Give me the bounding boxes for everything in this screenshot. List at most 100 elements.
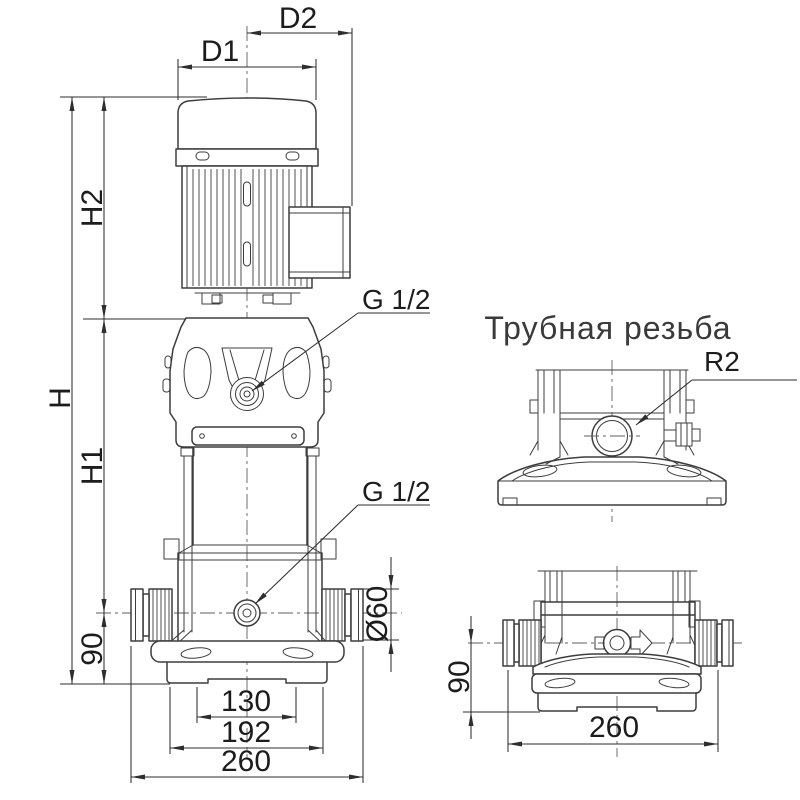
motor-foot-right — [272, 292, 292, 305]
label-90-main: 90 — [76, 632, 109, 665]
side-view-title: Трубная резьба — [484, 310, 731, 346]
label-d1: D1 — [201, 35, 239, 68]
dimension-260-main: 260 — [130, 646, 364, 783]
flow-direction-arrow — [630, 629, 653, 657]
suction-port-left — [130, 588, 173, 642]
dimension-130: 130 — [196, 685, 297, 723]
label-h: H — [44, 387, 77, 409]
drain-plug-center — [242, 608, 252, 618]
side-port-thread-lines-right — [698, 620, 716, 666]
rod-boss-right — [320, 538, 337, 560]
vent-slot-upper — [243, 181, 251, 207]
pump-head — [162, 317, 332, 448]
drain-plug-mid — [237, 603, 257, 623]
side-port-end-right — [721, 619, 734, 667]
vent-slot-lower — [243, 241, 251, 267]
dimension-192: 192 — [169, 687, 324, 754]
side-bottom-foot-plate — [531, 673, 702, 694]
label-90-side: 90 — [443, 660, 476, 693]
label-dia60: Ø60 — [361, 586, 394, 643]
terminal-box — [288, 206, 351, 279]
side-top-tab-left — [529, 399, 539, 414]
fill-port-inner-circle — [239, 386, 255, 402]
side-top-foot-notch-left — [502, 497, 518, 506]
label-192: 192 — [221, 716, 271, 749]
motor-foot-tab-left — [211, 294, 223, 304]
dimension-260-side: 260 — [507, 670, 719, 752]
label-g12-top: G 1/2 — [362, 284, 430, 315]
side-port-thread-right — [694, 619, 718, 667]
side-bottom-block — [540, 601, 696, 668]
base-plinth — [166, 661, 328, 684]
side-view-base: 90 260 — [443, 566, 742, 757]
rod-nut-right — [305, 447, 320, 457]
base-transition-left — [178, 544, 194, 554]
center-window-rib-right — [253, 349, 265, 385]
label-h2: H2 — [76, 189, 109, 227]
side-drain-outer — [602, 628, 632, 658]
side-drain-tab — [594, 636, 605, 650]
label-260-side: 260 — [589, 711, 639, 744]
label-g12-drain: G 1/2 — [362, 476, 430, 507]
head-nub-left-lower — [162, 378, 171, 393]
side-plug-hex-lines — [680, 422, 688, 447]
fill-port-mid-circle — [235, 382, 259, 406]
side-top-base-inner-curve — [511, 461, 713, 482]
side-bottom-saddle-inner — [544, 656, 690, 668]
side-plug-tip — [691, 428, 701, 442]
port-groove-right — [344, 593, 352, 637]
side-top-foot-notch-right — [706, 497, 722, 506]
nameplate-screw-right — [291, 433, 297, 439]
flange-slot-left — [195, 151, 210, 161]
side-port-right — [694, 619, 734, 667]
discharge-port-right — [321, 588, 364, 642]
motor — [175, 97, 351, 305]
head-nub-right-lower — [323, 378, 332, 393]
rod-nut-left — [180, 447, 195, 457]
side-bottom-slot-left — [544, 677, 576, 689]
side-port-left — [502, 619, 542, 667]
side-top-tab-right — [685, 399, 695, 414]
foot-slot-left — [180, 647, 212, 659]
label-r2: R2 — [704, 346, 740, 377]
leader-g12-top: G 1/2 — [251, 284, 430, 392]
side-top-webs — [545, 456, 679, 465]
leader-g12-drain: G 1/2 — [254, 476, 430, 605]
side-plug-hex — [675, 422, 693, 447]
head-window-left — [183, 346, 212, 400]
dimension-d2: D2 — [247, 2, 353, 206]
center-window-rib-left — [229, 349, 241, 385]
label-130: 130 — [221, 685, 271, 718]
label-260-main: 260 — [221, 745, 271, 778]
nameplate — [191, 426, 305, 446]
port-end-left — [130, 588, 144, 642]
foot-webs — [167, 629, 329, 645]
side-top-slot-right — [666, 464, 702, 478]
dimensions-main: D1 D2 H H2 H1 90 — [44, 2, 430, 783]
side-top-slot-left — [522, 464, 558, 478]
port-thread-lines-left — [152, 589, 170, 641]
flange-slot-right — [285, 151, 300, 161]
side-bottom-slot-right — [658, 677, 690, 689]
side-view-threaded: Трубная резьба R2 — [484, 310, 797, 522]
port-end-right — [350, 588, 364, 642]
head-nub-left-upper — [164, 355, 172, 369]
port-groove-left — [142, 593, 150, 637]
side-bottom-plinth — [537, 692, 697, 712]
dimension-h1: H1 — [76, 319, 109, 613]
motor-foot-tab-right — [262, 294, 274, 304]
main-view — [96, 26, 402, 758]
foot-plate — [150, 640, 345, 663]
dimension-h2: H2 — [76, 97, 109, 319]
dimension-h: H — [44, 97, 77, 684]
head-window-right — [282, 346, 311, 400]
dimension-90-side: 90 — [443, 616, 540, 739]
pump-column — [180, 447, 320, 633]
dimension-d1: D1 — [177, 35, 317, 100]
nameplate-screw-left — [199, 433, 205, 439]
port-thread-lines-right — [325, 589, 343, 641]
tie-rods — [183, 455, 317, 633]
leader-r2: R2 — [635, 346, 797, 426]
